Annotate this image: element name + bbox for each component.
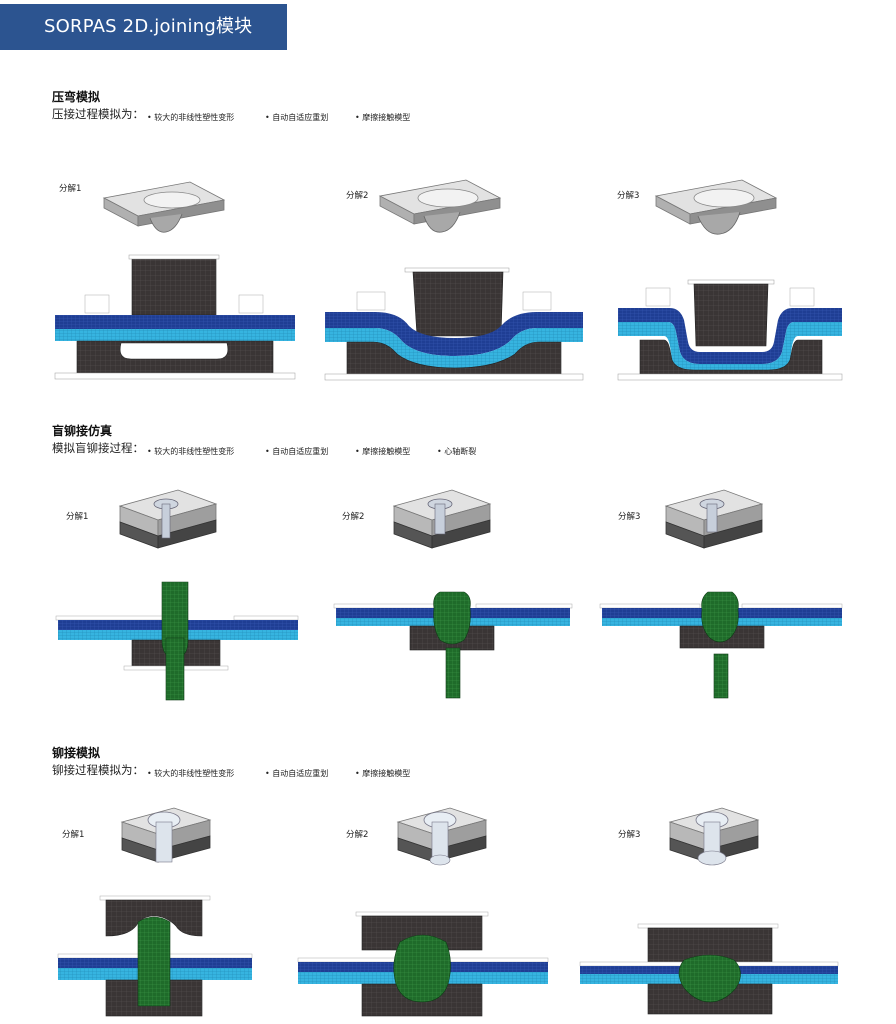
bullet-item: 摩擦接触模型 xyxy=(355,768,410,779)
blind-rivet-3d-block-3 xyxy=(664,489,764,549)
blind-rivet-3d-block-2 xyxy=(392,489,492,549)
section-title: 压弯模拟 xyxy=(52,90,101,104)
clinch-3d-block-3 xyxy=(654,179,778,235)
section-press-bending: 压弯模拟 压接过程模拟为： 较大的非线性塑性变形 自动自适应重划 摩擦接触模型 xyxy=(52,88,872,388)
step-label-2: 分解2 xyxy=(346,191,369,201)
section-description: 压接过程模拟为： xyxy=(52,107,144,121)
bullet-item: 自动自适应重划 xyxy=(265,446,328,457)
section-blind-riveting: 盲铆接仿真 模拟盲铆接过程： 较大的非线性塑性变形 自动自适应重划 摩擦接触模型… xyxy=(52,422,872,722)
section-title: 盲铆接仿真 xyxy=(52,424,113,438)
bullet-item: 较大的非线性塑性变形 xyxy=(147,446,234,457)
bullet-item: 自动自适应重划 xyxy=(265,768,328,779)
step-label-1: 分解1 xyxy=(59,184,82,194)
section-riveting: 铆接模拟 铆接过程模拟为： 较大的非线性塑性变形 自动自适应重划 摩擦接触模型 xyxy=(52,744,872,1024)
bullet-item: 摩擦接触模型 xyxy=(355,446,410,457)
section-title: 铆接模拟 xyxy=(52,746,101,760)
clinch-3d-block-1 xyxy=(102,181,226,233)
step-label-3: 分解3 xyxy=(618,512,641,522)
bullet-item: 较大的非线性塑性变形 xyxy=(147,112,234,123)
bullet-item: 较大的非线性塑性变形 xyxy=(147,768,234,779)
rivet-section-1 xyxy=(57,895,253,1017)
bullet-item: 摩擦接触模型 xyxy=(355,112,410,123)
rivet-section-2 xyxy=(297,911,549,1017)
clinch-section-2 xyxy=(324,267,584,381)
step-label-2: 分解2 xyxy=(346,830,369,840)
blind-rivet-section-2 xyxy=(333,591,573,699)
clinch-3d-block-2 xyxy=(378,179,502,233)
rivet-section-3 xyxy=(579,923,839,1015)
rivet-3d-block-1 xyxy=(120,807,212,863)
bullet-item: 心轴断裂 xyxy=(437,446,476,457)
blind-rivet-3d-block-1 xyxy=(118,489,218,549)
section-description: 铆接过程模拟为： xyxy=(52,763,144,777)
clinch-section-3 xyxy=(617,279,843,381)
blind-rivet-section-3 xyxy=(599,591,843,699)
bullet-item: 自动自适应重划 xyxy=(265,112,328,123)
page-header-banner: SORPAS 2D.joining模块 xyxy=(0,4,287,50)
clinch-section-1 xyxy=(54,254,296,380)
step-label-1: 分解1 xyxy=(62,830,85,840)
step-label-1: 分解1 xyxy=(66,512,89,522)
step-label-3: 分解3 xyxy=(617,191,640,201)
blind-rivet-section-1 xyxy=(55,581,299,701)
rivet-3d-block-3 xyxy=(668,807,760,866)
step-label-2: 分解2 xyxy=(342,512,365,522)
section-description: 模拟盲铆接过程： xyxy=(52,441,144,455)
rivet-3d-block-2 xyxy=(396,807,488,866)
step-label-3: 分解3 xyxy=(618,830,641,840)
